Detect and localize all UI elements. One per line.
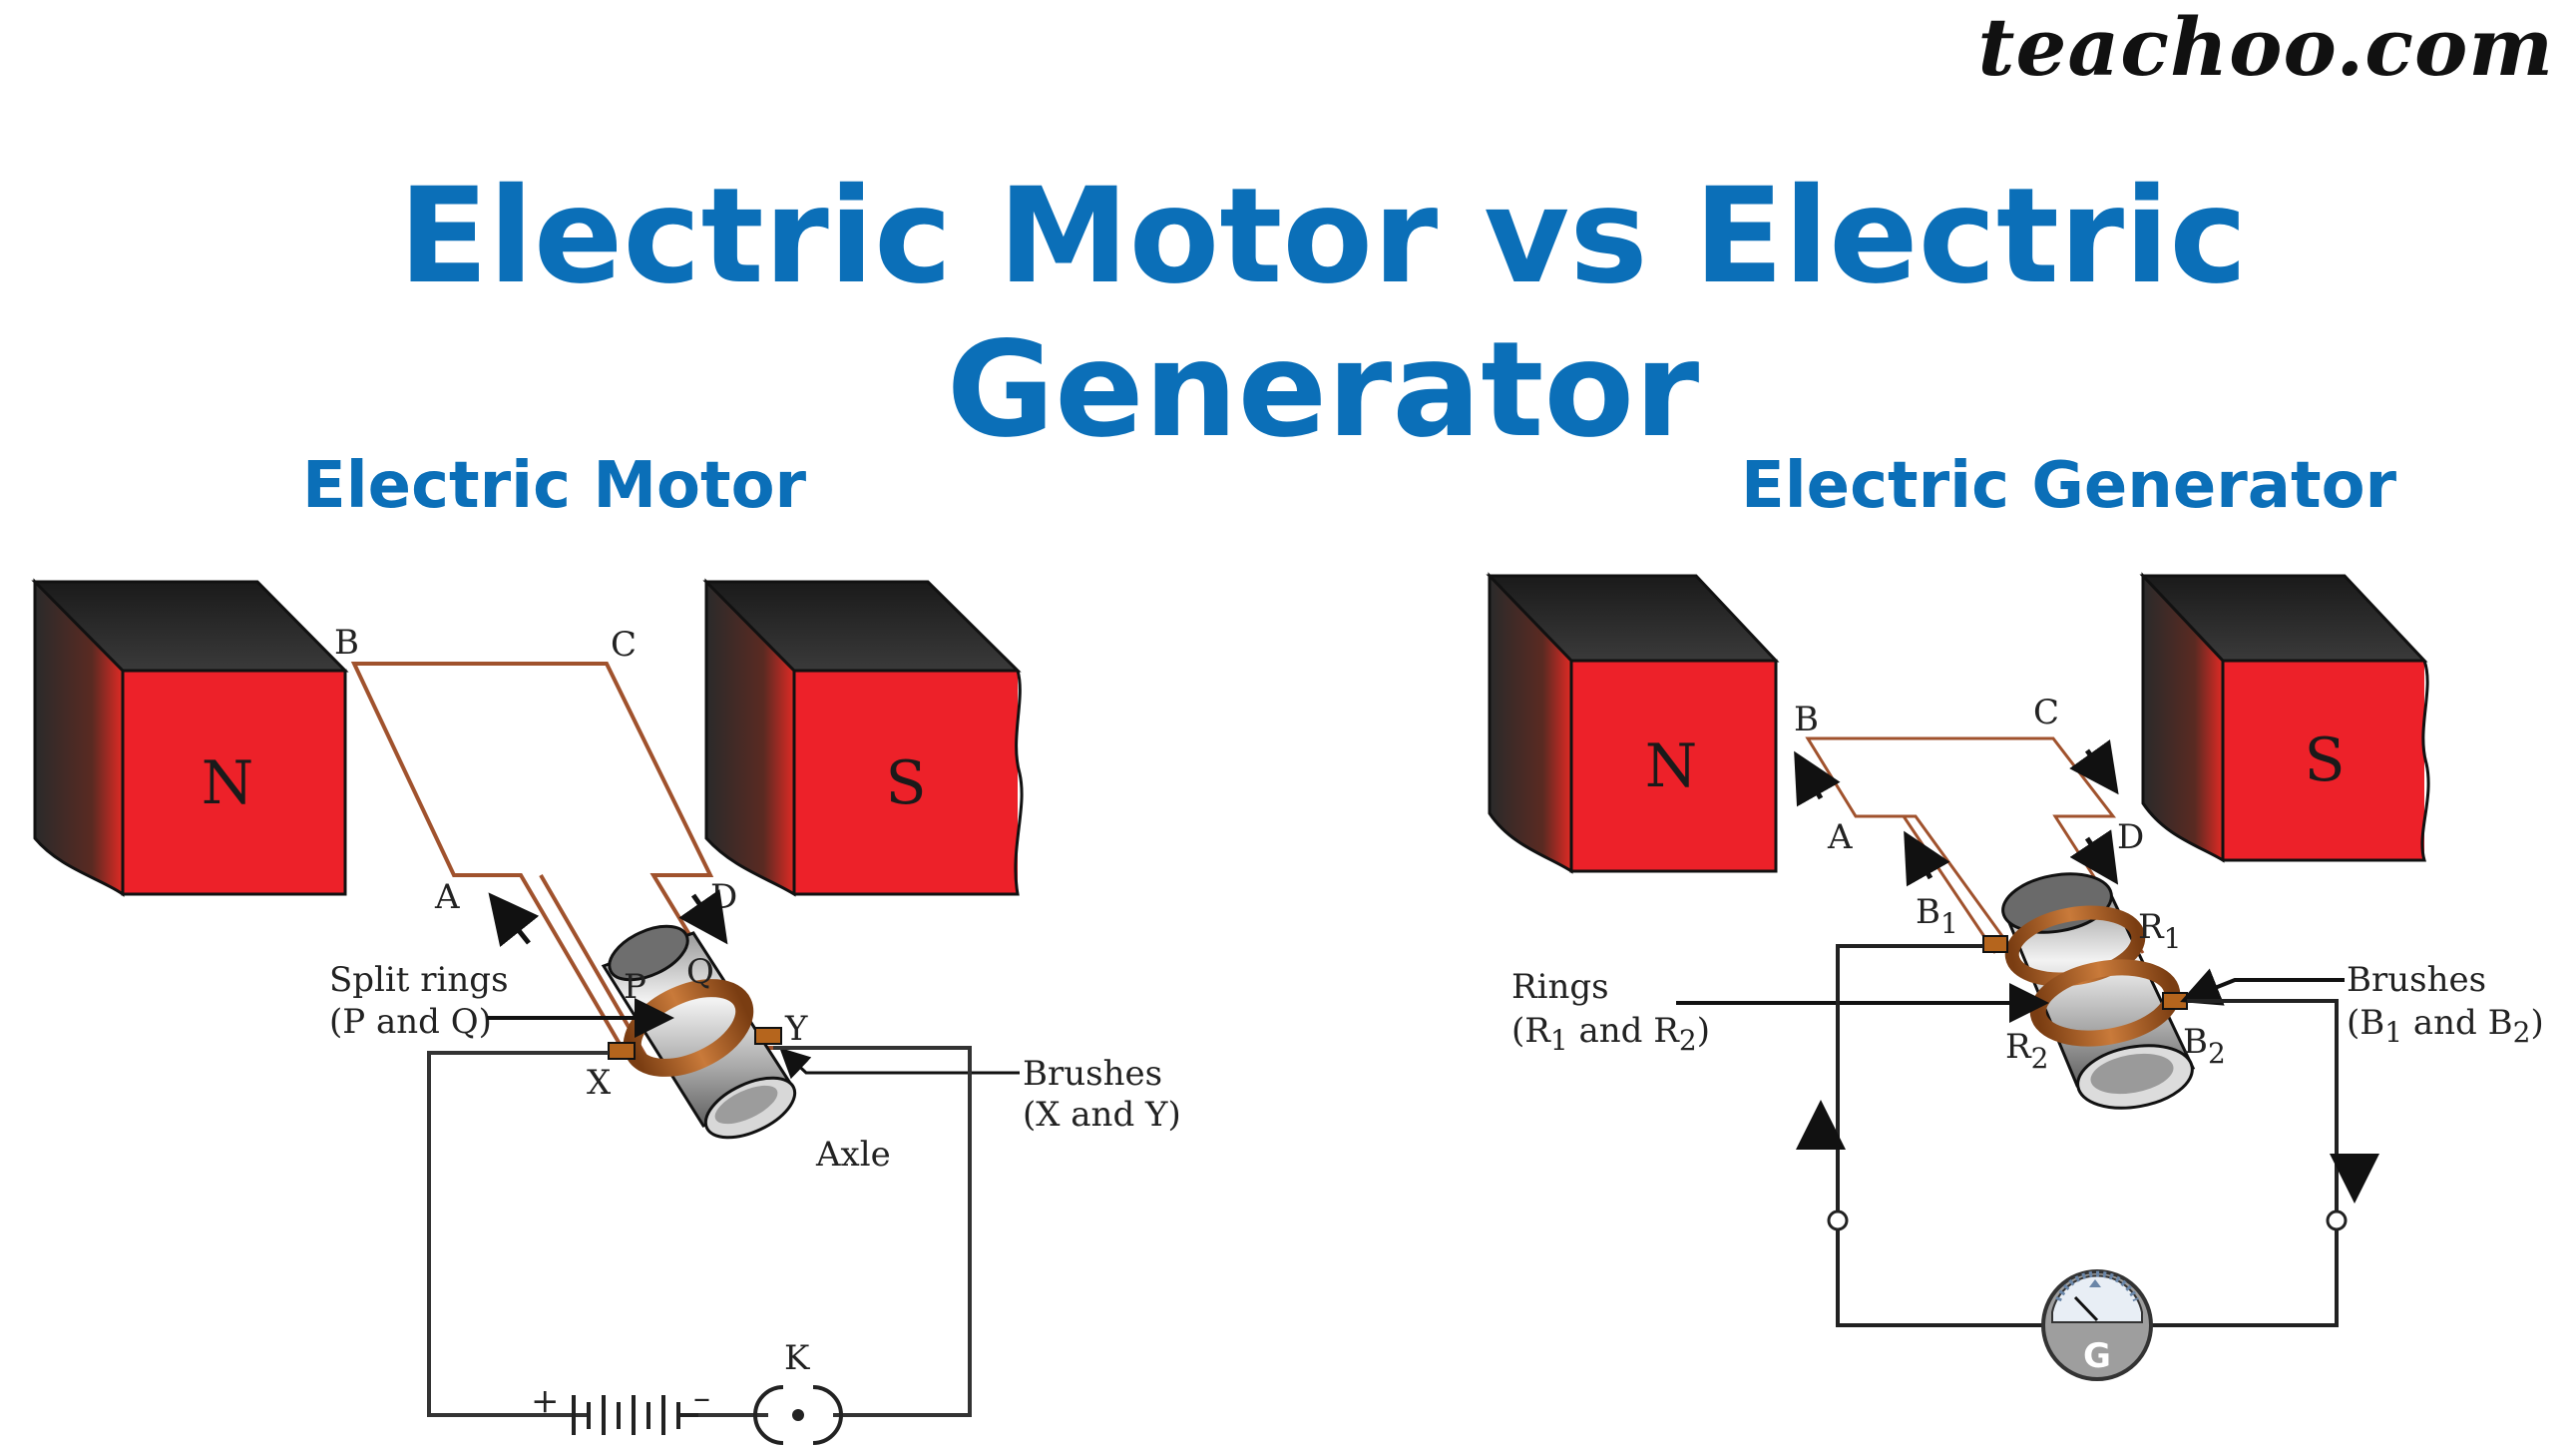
generator-terminal-left [1827,1209,1849,1231]
motor-key [753,1385,843,1445]
generator-brushes-pointer [2180,968,2345,1006]
generator-arrow-b [1794,750,1841,807]
motor-ring-p: P [624,967,646,1007]
generator-corner-a: A [1827,817,1853,857]
motor-magnet-s: S [702,578,1024,897]
motor-ring-q: Q [686,952,714,992]
generator-arrow-d [2069,829,2119,885]
motor-axle-label: Axle [815,1135,891,1175]
motor-battery-plus: + [531,1381,560,1421]
generator-terminal-right [2326,1209,2348,1231]
generator-magnet-n: N [1486,572,1780,874]
page-title: Electric Motor vs Electric Generator [398,160,2248,467]
generator-s-label: S [2304,725,2345,795]
generator-corner-c: C [2033,693,2059,732]
generator-brush-b2 [2162,992,2188,1010]
motor-circuit [427,1046,972,1417]
generator-rings-label-2: (R1 and R2) [1511,1011,1710,1057]
motor-corner-b: B [334,623,359,663]
generator-brushes-label-1: Brushes [2347,960,2486,1000]
generator-r1-label: R1 [2138,907,2181,955]
motor-diagram: N S B C A D [31,578,1181,1445]
generator-axle [1982,872,2196,1110]
brand-logo: teachoo.com [1977,0,2554,94]
motor-axle [601,924,797,1140]
generator-b1-label: B1 [1916,892,1958,940]
generator-n-label: N [1645,731,1698,801]
generator-brush-b1 [1982,935,2008,953]
generator-heading: Electric Generator [1741,449,2397,523]
motor-corner-a: A [434,877,460,917]
motor-brushes-pointer [779,1047,1020,1080]
motor-key-label: K [784,1338,810,1378]
galvanometer-label: G [2083,1336,2111,1376]
motor-heading: Electric Motor [302,449,807,523]
motor-brush-y-label: Y [784,1009,808,1049]
motor-brush-x [608,1042,636,1060]
motor-s-label: S [885,748,926,818]
generator-r2-label: R2 [2005,1027,2048,1075]
generator-rings-label-1: Rings [1511,967,1609,1007]
generator-arrow-a [1904,830,1950,887]
motor-split-rings-label-1: Split rings [329,960,509,1000]
motor-brushes-label-2: (X and Y) [1023,1095,1181,1135]
motor-brush-x-label: X [587,1063,612,1103]
generator-diagram: N S B C A D [1486,572,2544,1381]
generator-brushes-label-2: (B1 and B2) [2347,1003,2544,1049]
motor-battery [572,1395,698,1435]
motor-corner-d: D [710,877,737,917]
generator-arrow-c [2069,739,2119,795]
motor-corner-c: C [611,625,637,665]
generator-corner-b: B [1794,700,1819,739]
galvanometer: G [2041,1269,2153,1381]
generator-corner-d: D [2117,817,2144,857]
motor-brush-y [754,1027,782,1045]
motor-battery-minus: – [693,1378,710,1418]
motor-arrow-down [678,889,728,945]
motor-magnet-n: N [31,578,349,897]
motor-n-label: N [202,748,254,818]
motor-split-rings-label-2: (P and Q) [329,1002,492,1042]
motor-brushes-label-1: Brushes [1023,1054,1162,1094]
generator-magnet-s: S [2139,572,2430,863]
motor-arrow-up [488,892,540,948]
generator-b2-label: B2 [2183,1022,2226,1070]
